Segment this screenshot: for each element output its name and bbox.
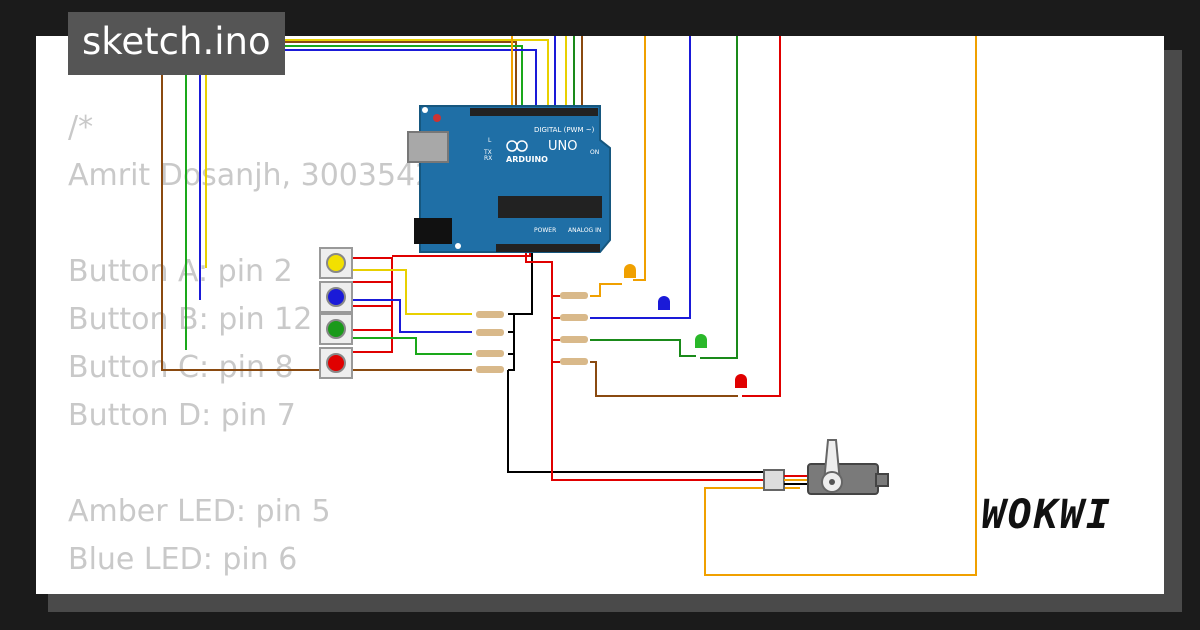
resistor[interactable] — [560, 336, 588, 343]
wire-ground-resistors — [508, 313, 515, 371]
pushbutton-yellow[interactable] — [319, 247, 353, 279]
resistor[interactable] — [560, 292, 588, 299]
led-blue[interactable] — [658, 296, 670, 310]
resistor[interactable] — [560, 314, 588, 321]
wire-servo-signal — [704, 36, 977, 576]
code-line: Amber LED: pin 5 — [68, 494, 331, 529]
wire-green-resistor — [350, 337, 472, 355]
resistor[interactable] — [476, 366, 504, 373]
wire-brown-button-c — [161, 41, 517, 365]
resistor[interactable] — [476, 329, 504, 336]
led-green[interactable] — [695, 334, 707, 348]
tx-label: TX — [483, 149, 492, 156]
wire-ground-board — [514, 250, 533, 315]
wire-blue-button-b — [199, 49, 537, 300]
resistor[interactable] — [476, 350, 504, 357]
wire-servo-ground — [507, 370, 765, 473]
led-amber[interactable] — [624, 264, 636, 278]
servo-motor[interactable] — [763, 439, 889, 495]
wire-yellow-button-a — [205, 39, 549, 268]
on-label: ON — [590, 149, 599, 156]
power-label: POWER — [534, 227, 556, 234]
resistors — [476, 292, 588, 373]
code-line: Button A: pin 2 — [68, 254, 293, 289]
wire-servo-power — [525, 250, 765, 481]
code-line: Amrit Dosanjh, 3003542 — [68, 158, 435, 193]
code-line: Blue LED: pin 6 — [68, 542, 298, 577]
resistor[interactable] — [560, 358, 588, 365]
wire-blue-resistor — [350, 299, 472, 333]
wire-brown-connection — [590, 361, 738, 397]
wire-brown-resistor — [161, 365, 472, 371]
pushbutton-blue[interactable] — [319, 281, 353, 313]
resistor[interactable] — [476, 311, 504, 318]
pushbutton-green[interactable] — [319, 313, 353, 345]
l-label: L — [488, 137, 492, 144]
wire-led-resistors-power — [552, 295, 560, 363]
wire-amber-connection — [590, 283, 622, 297]
wire-green-button — [185, 45, 523, 350]
uno-label: UNO — [548, 139, 577, 154]
wire-yellow-resistor — [350, 269, 472, 315]
wire-amber-led — [633, 36, 646, 281]
arduino-label: ARDUINO — [506, 155, 548, 164]
code-line: /* — [68, 110, 94, 145]
code-line: Button B: pin 12 — [68, 302, 313, 337]
arduino-uno-board[interactable]: DIGITAL (PWM ~) UNO ARDUINO POWER ANALOG… — [407, 105, 611, 253]
circuit-diagram: DIGITAL (PWM ~) UNO ARDUINO POWER ANALOG… — [161, 36, 977, 576]
wire-red-led — [742, 36, 781, 397]
code-line: Button D: pin 7 — [68, 398, 296, 433]
wire-green-led — [700, 36, 738, 359]
code-line: Red LED: pin 9 — [68, 584, 434, 594]
rx-label: RX — [484, 155, 492, 162]
analog-label: ANALOG IN — [568, 227, 601, 234]
pushbutton-red[interactable] — [319, 347, 353, 379]
wire-green-connection — [590, 339, 696, 357]
wire-red-buttons-branches — [350, 281, 392, 331]
file-title-badge: sketch.ino — [68, 12, 285, 75]
digital-label: DIGITAL (PWM ~) — [534, 126, 595, 134]
wokwi-logo: WOKWI — [981, 492, 1112, 538]
code-line: Button C: pin 8 — [68, 350, 294, 385]
led-red[interactable] — [735, 374, 747, 388]
